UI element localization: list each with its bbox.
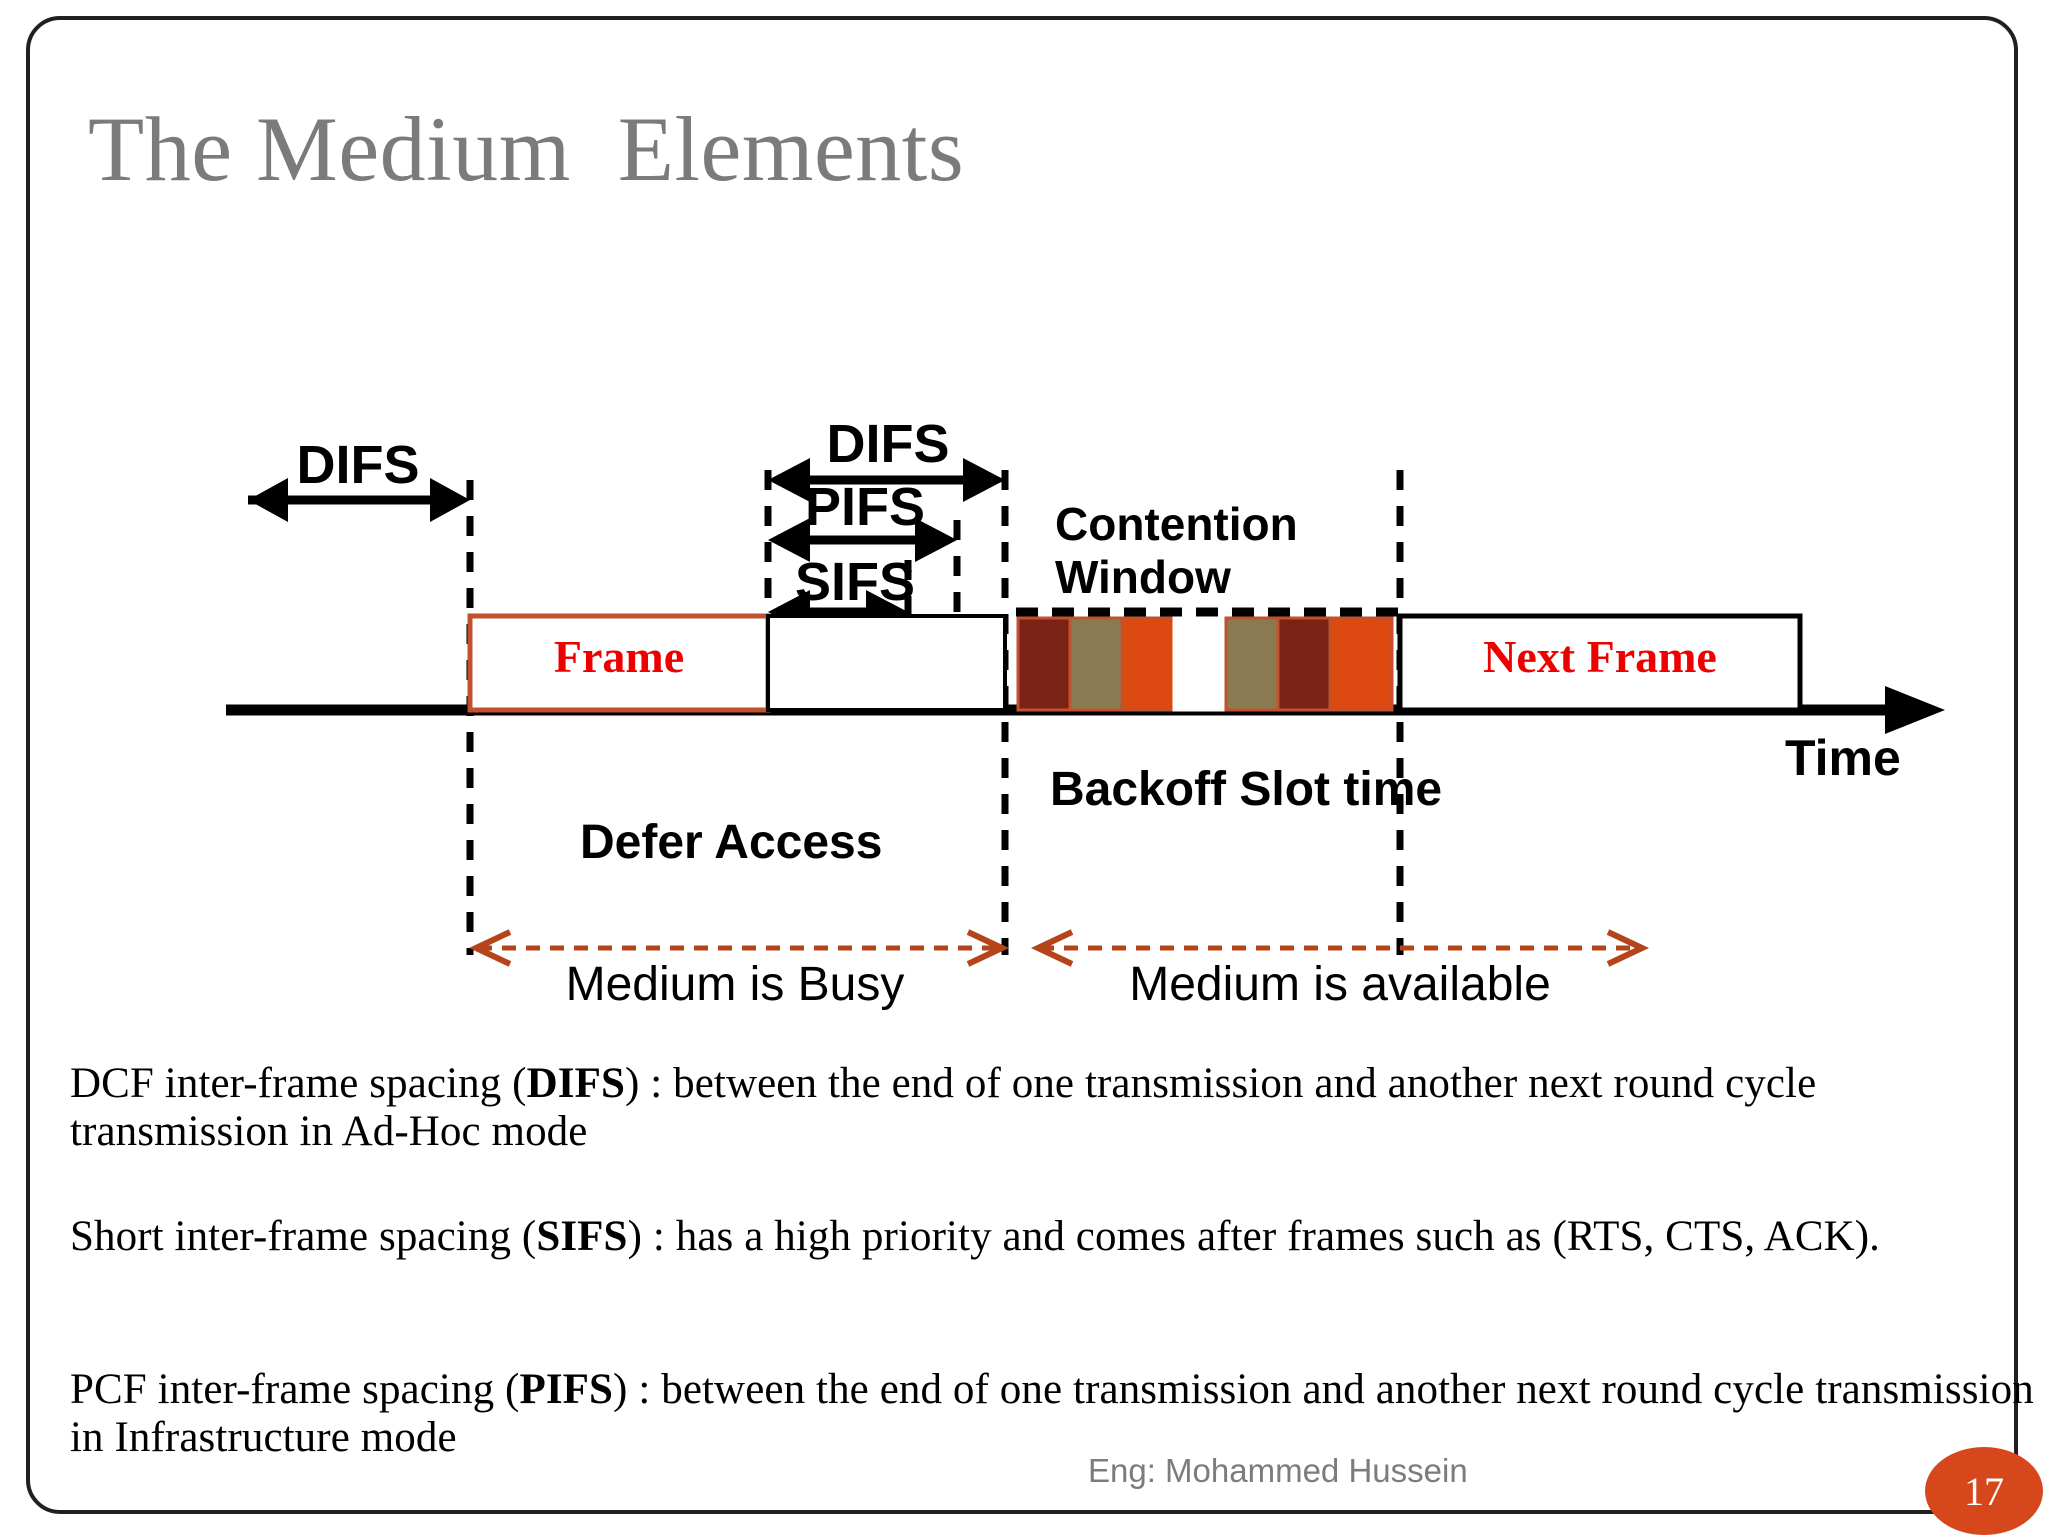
paragraph-difs-lead: DCF inter-frame spacing ( — [70, 1060, 527, 1107]
paragraph-pifs-lead: PCF inter-frame spacing ( — [70, 1366, 520, 1413]
paragraph-sifs: Short inter-frame spacing (SIFS) : has a… — [70, 1213, 2010, 1261]
paragraph-difs: DCF inter-frame spacing (DIFS) : between… — [70, 1060, 2010, 1156]
next-frame-box — [1397, 613, 1803, 713]
difs-left-arrow — [248, 478, 470, 522]
medium-busy-label: Medium is Busy — [566, 958, 905, 1011]
backoff-slot — [1120, 616, 1176, 712]
backoff-slot — [1328, 616, 1394, 712]
paragraph-pifs: PCF inter-frame spacing (PIFS) : between… — [70, 1366, 2040, 1462]
medium-available-label: Medium is available — [1129, 958, 1551, 1011]
paragraph-pifs-abbr: PIFS — [519, 1366, 614, 1413]
backoff-slot-group — [1016, 616, 1394, 712]
medium-busy-arrow — [468, 929, 1010, 967]
page-title: The Medium Elements — [88, 98, 965, 200]
paragraph-pifs-rest: ) : between the end of one transmission … — [70, 1366, 2034, 1462]
paragraph-sifs-abbr: SIFS — [536, 1213, 628, 1260]
defer-access-label: Defer Access — [580, 816, 882, 869]
author-credit: Eng: Mohammed Hussein — [1088, 1452, 1468, 1489]
paragraph-sifs-lead: Short inter-frame spacing ( — [70, 1213, 537, 1260]
backoff-slot — [1224, 616, 1280, 712]
ifs-gap-box — [766, 614, 1007, 712]
difs-mid-label: DIFS — [826, 414, 949, 474]
next-frame-label: Next Frame — [1483, 631, 1717, 682]
paragraph-sifs-rest: ) : has a high priority and comes after … — [627, 1213, 1881, 1260]
paragraph-difs-abbr: DIFS — [526, 1060, 625, 1107]
backoff-slot — [1172, 616, 1228, 712]
contention-window-line2: Window — [1055, 551, 1231, 603]
backoff-slot — [1276, 616, 1332, 712]
paragraph-difs-rest: ) : between the end of one transmission … — [70, 1060, 1817, 1156]
difs-mid-arrow — [768, 458, 1005, 502]
time-axis-arrowhead — [1885, 686, 1945, 734]
difs-left-label: DIFS — [296, 435, 419, 495]
backoff-slot — [1068, 616, 1124, 712]
frame-label: Frame — [554, 631, 684, 682]
sifs-label: SIFS — [795, 552, 915, 612]
page-number-badge: 17 — [1925, 1447, 2043, 1535]
contention-window-line1: Contention — [1055, 498, 1298, 550]
pifs-arrow — [768, 518, 957, 562]
medium-available-arrow — [1030, 929, 1650, 967]
backoff-slot-time-label: Backoff Slot time — [1050, 763, 1442, 816]
backoff-slot — [1016, 616, 1072, 712]
time-axis-label: Time — [1785, 730, 1901, 786]
pifs-label: PIFS — [805, 477, 925, 537]
